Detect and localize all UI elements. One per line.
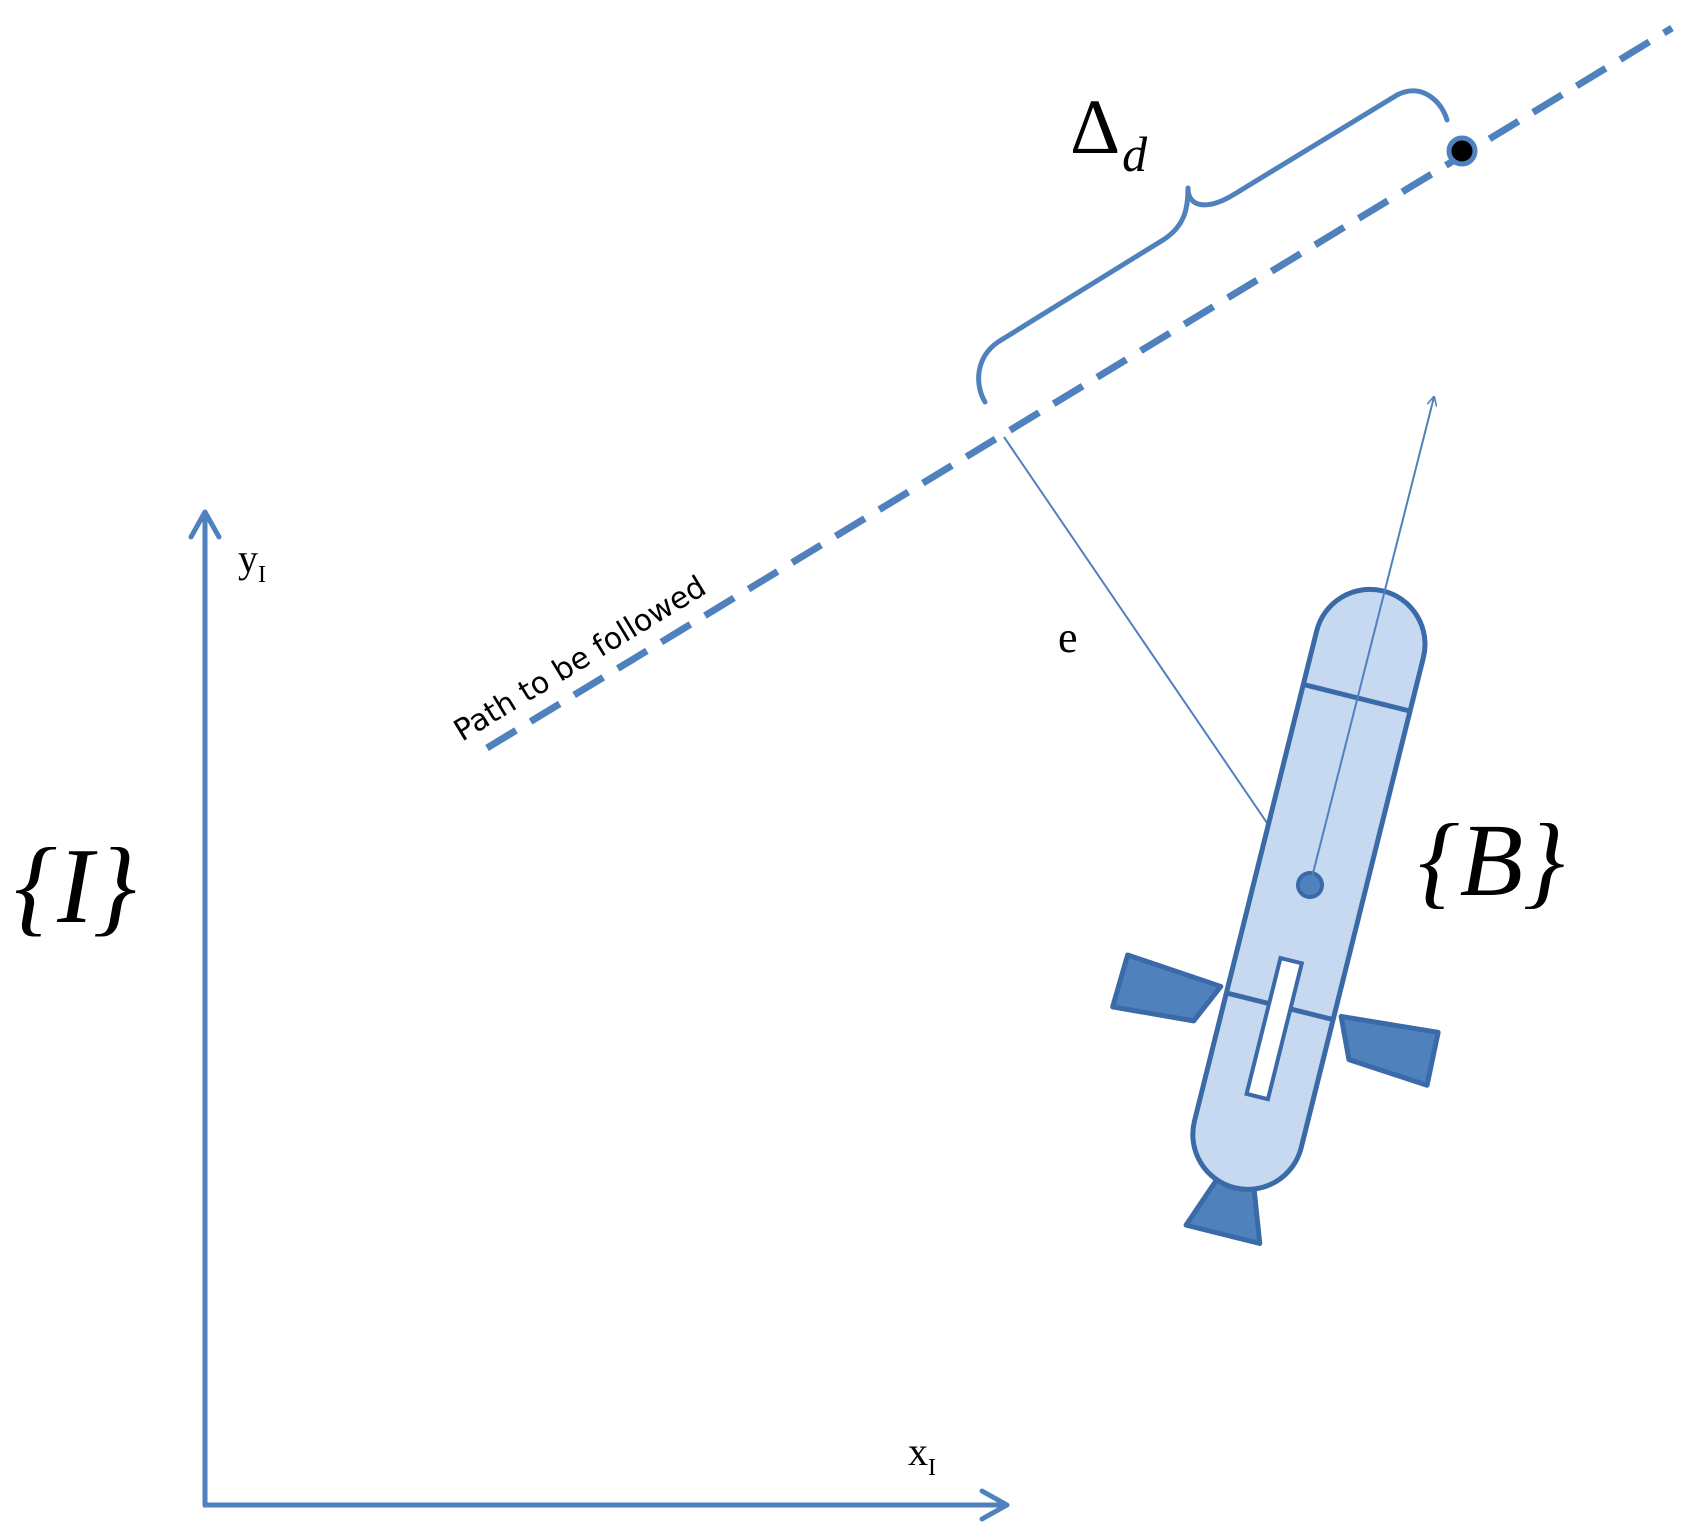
inertial-frame-label: {I} — [14, 827, 136, 946]
error-label: e — [1058, 613, 1078, 662]
target-point-icon — [1446, 135, 1478, 167]
right-fin — [1338, 1013, 1441, 1088]
path-label: Path to be followed — [448, 569, 712, 749]
delta-brace — [976, 88, 1450, 405]
inertial-axes — [188, 509, 1010, 1522]
delta-label-sub: d — [1122, 126, 1148, 182]
body-frame-label: {B} — [1418, 803, 1565, 918]
x-axis-arrowhead — [979, 1488, 1010, 1522]
auv-icon — [1110, 586, 1441, 1246]
x-axis-label-sub: I — [928, 1455, 936, 1481]
left-fin — [1110, 952, 1224, 1024]
y-axis-arrowhead — [188, 509, 222, 540]
y-axis-label: yI — [238, 536, 266, 588]
error-line — [1003, 436, 1311, 887]
hull-slot — [1244, 955, 1305, 1102]
x-axis-label: xI — [908, 1429, 936, 1481]
heading-vector — [1309, 397, 1434, 886]
delta-label: Δd — [1070, 83, 1148, 182]
y-axis-label-sub: I — [258, 562, 266, 588]
